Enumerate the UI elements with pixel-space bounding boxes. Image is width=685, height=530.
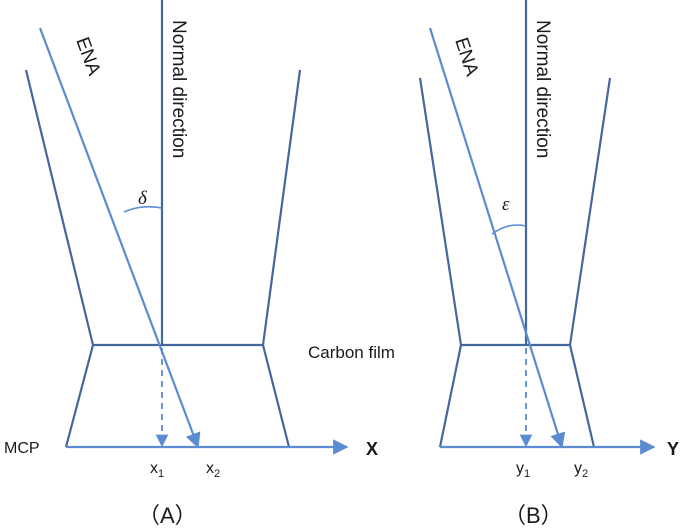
panel-a-pos1-label: x1 <box>150 460 164 480</box>
panel-b-right-wall <box>568 77 612 346</box>
panel-b-angle-arc <box>491 224 527 235</box>
panel-a-lower-right-wall <box>261 344 291 448</box>
panel-b-lower-left-wall <box>438 344 463 448</box>
panel-a-axis-letter: X <box>366 439 378 459</box>
panel-b: ENA Normal direction ε Y y1 y2 （B） <box>418 0 679 528</box>
panel-a-left-wall <box>24 69 95 346</box>
panel-a-lower-left-wall <box>64 344 95 448</box>
panel-b-lower-right-wall <box>568 344 596 448</box>
panel-a-right-wall <box>261 69 302 346</box>
panel-a-ena-label: ENA <box>71 35 104 79</box>
panel-b-axis-letter: Y <box>667 439 679 459</box>
panel-a: ENA Normal direction δ X MCP x1 x2 （A） <box>4 0 378 528</box>
panel-b-pos2-label: y2 <box>574 460 588 480</box>
panel-b-ena-label: ENA <box>450 35 482 79</box>
mcp-label: MCP <box>4 440 40 457</box>
panel-b-angle-label: ε <box>502 194 510 215</box>
panel-b-ena-ray <box>428 27 566 449</box>
panel-a-angle-label: δ <box>138 188 148 209</box>
panel-a-normal-label: Normal direction <box>168 20 189 158</box>
panel-b-pos1-label: y1 <box>516 460 530 480</box>
panel-a-ena-ray <box>38 27 201 449</box>
panel-a-angle-arc <box>123 205 163 213</box>
panel-b-normal-label: Normal direction <box>532 20 553 158</box>
carbon-film-label: Carbon film <box>308 343 395 362</box>
panel-b-panel-label: （B） <box>504 503 563 528</box>
panel-a-panel-label: （A） <box>138 503 197 528</box>
panel-b-left-wall <box>418 77 463 346</box>
panel-a-pos2-label: x2 <box>206 460 220 480</box>
